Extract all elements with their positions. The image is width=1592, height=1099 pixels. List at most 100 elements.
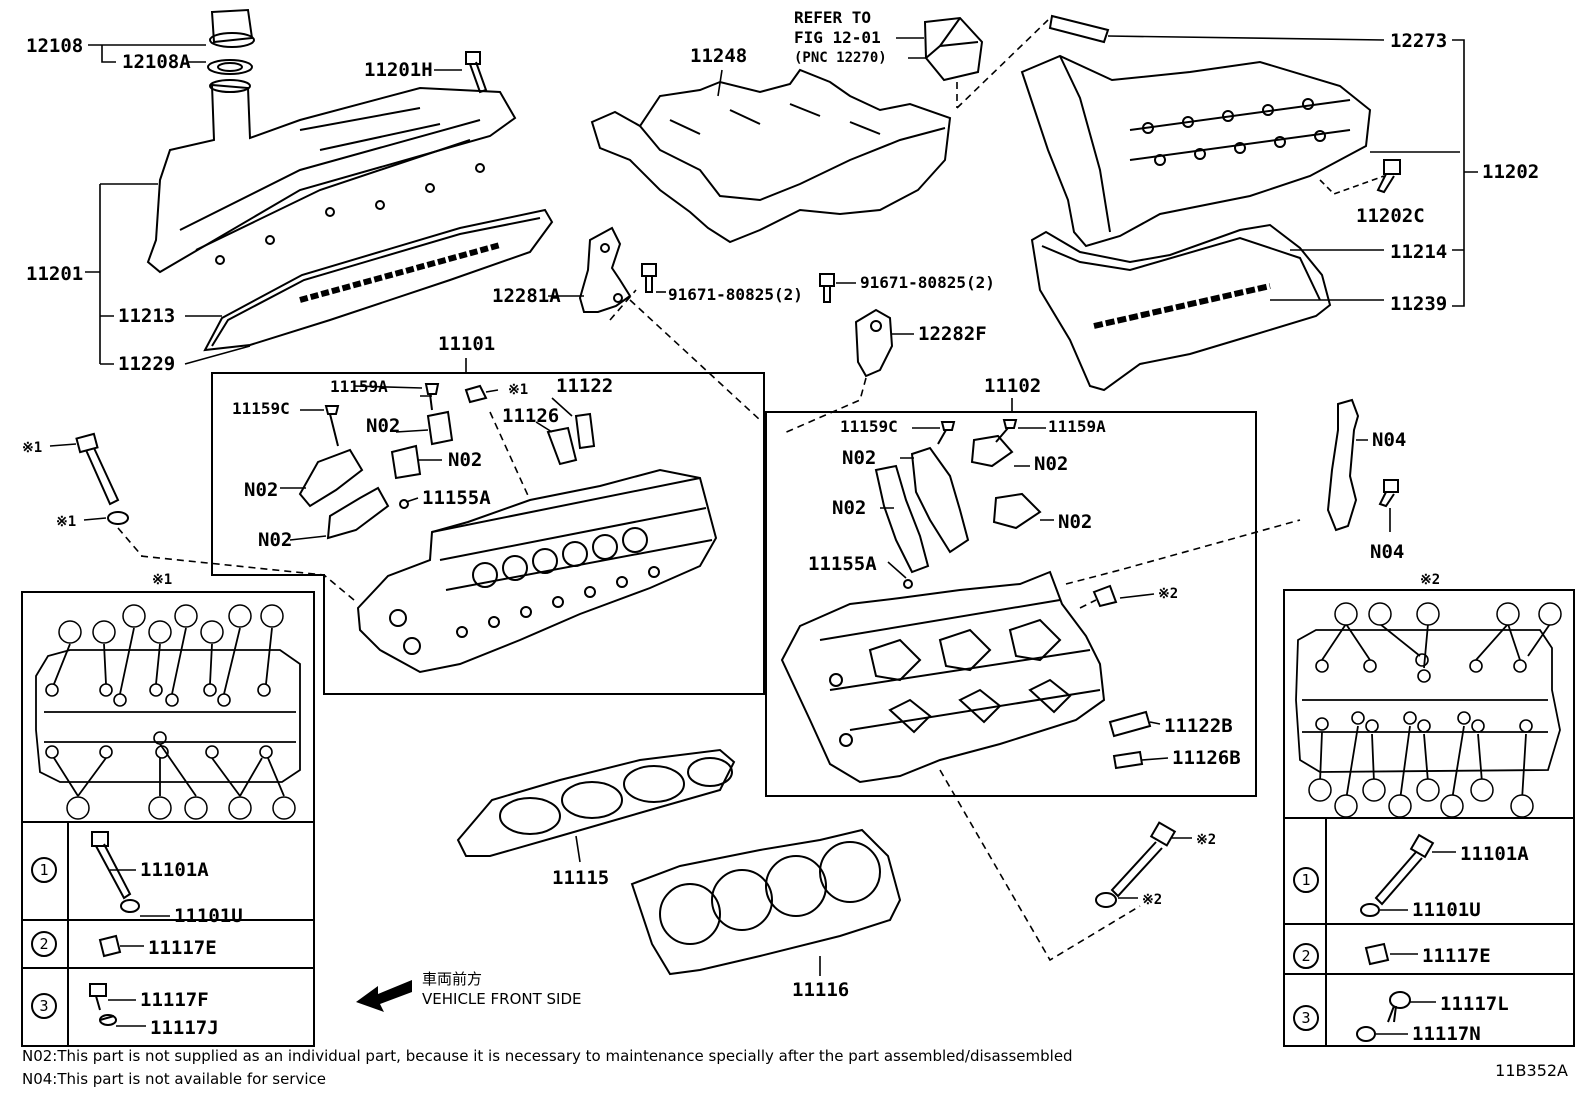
label-11115: 11115: [552, 867, 609, 889]
bracket-12281A-drawing: [578, 226, 632, 313]
label-n02-right-2: N02: [1034, 453, 1068, 475]
left-table-leaders: [108, 869, 170, 1027]
left-row3-part-b: 11117J: [150, 1017, 219, 1039]
right-row1-part-a: 11101A: [1460, 843, 1529, 865]
right-row3-part-b: 11117N: [1412, 1023, 1481, 1045]
left-row1-num: 1: [39, 861, 48, 879]
label-n02-left-3: N02: [244, 479, 278, 501]
document-id: 11B352A: [1495, 1061, 1568, 1080]
leader-refer: [896, 37, 926, 59]
label-11201: 11201: [26, 263, 83, 285]
left-head-bolt-pattern: [35, 627, 301, 797]
label-11202: 11202: [1482, 161, 1539, 183]
label-11116: 11116: [792, 979, 849, 1001]
label-11155A-left: 11155A: [422, 487, 491, 509]
leader-11201-group: [85, 183, 251, 365]
left-sequence-table: [21, 591, 315, 1047]
dashed-left-bolt: [117, 527, 143, 557]
label-n02-left-1: N02: [366, 415, 400, 437]
label-11126: 11126: [502, 405, 559, 427]
bracket-12282F-drawing: [854, 308, 894, 378]
label-12108A: 12108A: [122, 51, 191, 73]
right-sequence-numbers: [1308, 602, 1562, 818]
label-11239: 11239: [1390, 293, 1447, 315]
dashed-right-head: [1065, 519, 1301, 609]
label-12282F: 12282F: [918, 323, 987, 345]
right-row2-num: 2: [1301, 947, 1310, 965]
right-row1-num: 1: [1301, 871, 1310, 889]
right-valve-cover-drawing: [1020, 54, 1372, 248]
head-bolt-left-drawing: [75, 432, 129, 525]
label-n02-left-2: N02: [448, 449, 482, 471]
right-row2-part-a: 11117E: [1422, 945, 1491, 967]
mark-x2-cap: ※2: [1158, 586, 1178, 602]
label-11229: 11229: [118, 353, 175, 375]
right-table-mark: ※2: [1420, 572, 1440, 588]
left-head-small-parts-drawing: [298, 383, 596, 540]
oil-filler-cap-drawing: [207, 8, 255, 75]
label-11159C-left: 11159C: [232, 399, 290, 418]
left-row3-num: 3: [39, 997, 48, 1015]
right-row1-part-b: 11101U: [1412, 899, 1481, 921]
left-valve-cover-gasket-drawing: [203, 208, 554, 352]
leaders-n04: [1356, 439, 1391, 532]
left-sequence-numbers: [58, 604, 296, 820]
left-table-row-numbers: 1 2 3: [39, 861, 48, 1015]
label-11201H: 11201H: [364, 59, 433, 81]
mark-x2-washer: ※2: [1142, 892, 1162, 908]
left-row2-num: 2: [39, 935, 48, 953]
right-table-row-drawing: [1293, 833, 1435, 1042]
dashed-right-bolt: [939, 769, 1141, 962]
head-gasket-11115-drawing: [456, 748, 736, 857]
left-row1-part-a: 11101A: [140, 859, 209, 881]
bolt-91671-a-drawing: [641, 263, 657, 293]
label-11214: 11214: [1390, 241, 1447, 263]
right-cylinder-head-drawing: [780, 570, 1106, 784]
leader-11115: [575, 835, 581, 863]
bolt-11202C-drawing: [1376, 159, 1401, 194]
left-row2-part-a: 11117E: [148, 937, 217, 959]
label-91671-a: 91671-80825(2): [668, 285, 803, 304]
refer-line1: REFER TO: [794, 8, 871, 27]
label-11155A-right: 11155A: [808, 553, 877, 575]
head-gasket-11116-drawing: [630, 828, 902, 976]
right-sequence-table: [1283, 589, 1575, 1047]
right-valve-cover-gasket-drawing: [1030, 223, 1332, 392]
footnote-n04: N04:This part is not available for servi…: [22, 1070, 326, 1088]
left-row1-part-b: 11101U: [174, 905, 243, 927]
leaders-right-head: [880, 427, 1169, 761]
label-11213: 11213: [118, 305, 175, 327]
label-91671-b: 91671-80825(2): [860, 273, 995, 292]
leaders-left-head: [280, 385, 573, 541]
bolt-11201H-drawing: [465, 51, 488, 94]
leader-11202-group: [1107, 35, 1478, 307]
dashed-12281A: [609, 289, 761, 421]
mark-x1-cap: ※1: [508, 382, 528, 398]
right-valve-cover-gasket-top-drawing: [1048, 14, 1110, 44]
footnote-n02: N02:This part is not supplied as an indi…: [22, 1047, 1073, 1065]
refer-line2: FIG 12-01: [794, 28, 881, 47]
label-11122B: 11122B: [1164, 715, 1233, 737]
label-11126B: 11126B: [1172, 747, 1241, 769]
label-11248: 11248: [690, 45, 747, 67]
bolt-91671-b-drawing: [819, 273, 835, 303]
label-11159C-right: 11159C: [840, 417, 898, 436]
right-head-bolt-pattern: [1295, 623, 1561, 801]
leader-11248: [717, 69, 723, 97]
left-table-row1-drawing: [31, 831, 140, 1026]
leaders-right-bolt: [1118, 837, 1192, 899]
left-head-box: [211, 372, 765, 695]
leader-12108: [88, 44, 206, 63]
right-table-row-numbers: 1 2 3: [1301, 871, 1310, 1027]
mark-x1-washer: ※1: [56, 514, 76, 530]
dashed-refer-2: [956, 19, 1049, 109]
label-12108: 12108: [26, 35, 83, 57]
label-11122: 11122: [556, 375, 613, 397]
label-n04-bolt: N04: [1370, 541, 1404, 563]
left-row3-part-a: 11117F: [140, 989, 209, 1011]
left-table-mark: ※1: [152, 572, 172, 588]
right-head-small-parts-drawing: [874, 419, 1152, 770]
label-12273: 12273: [1390, 30, 1447, 52]
refer-line3: (PNC 12270): [794, 50, 887, 66]
label-n02-right-3: N02: [832, 497, 866, 519]
